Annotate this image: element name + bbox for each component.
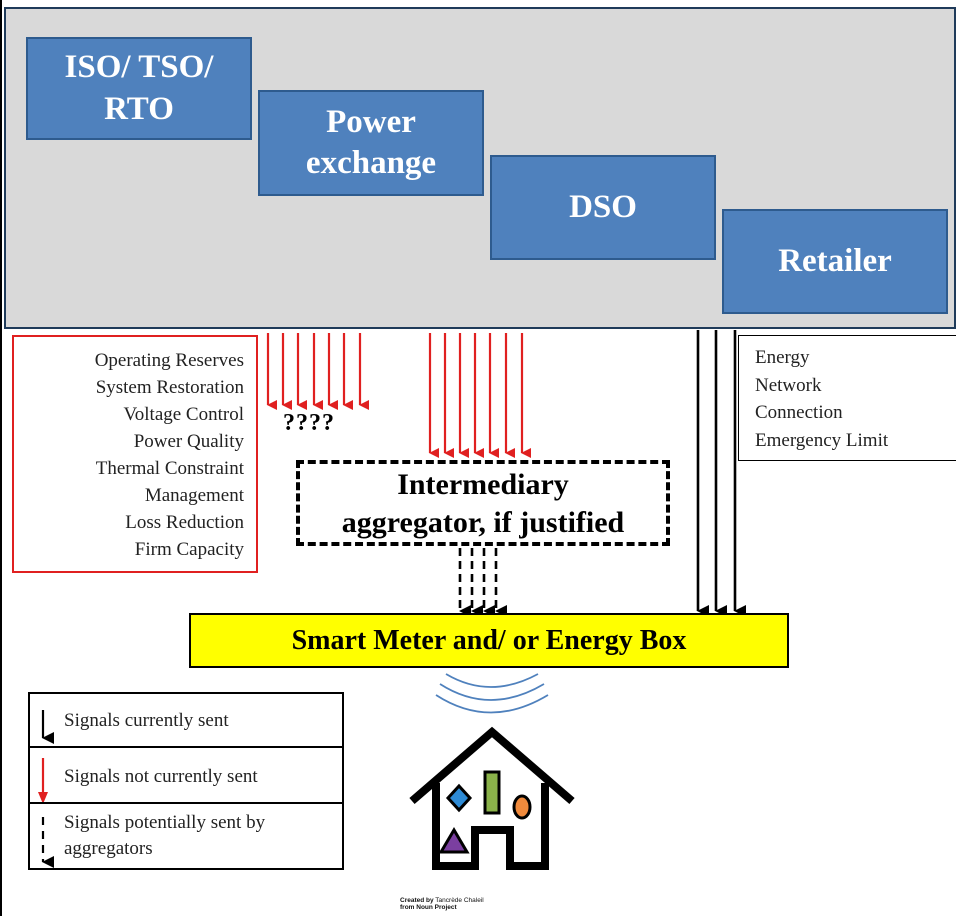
legend-label-potential: Signals potentially sent by aggregators — [64, 812, 266, 859]
service-item: System Restoration — [95, 377, 244, 398]
service-item: Power Quality — [133, 431, 244, 452]
signal-item: Network — [755, 374, 822, 396]
service-item: Loss Reduction — [125, 512, 244, 533]
dashed-arrows-aggregator-to-meter — [458, 548, 507, 617]
actor-power-exchange: Power exchange — [258, 90, 484, 196]
credit-author: Tancrède Chaleil — [433, 897, 484, 904]
wireless-signal-icon — [435, 673, 549, 714]
service-item: Thermal Constraint — [95, 458, 244, 479]
icon-credit: Created by Tancrède Chaleil from Noun Pr… — [400, 897, 484, 911]
legend-row-not-current — [30, 748, 342, 804]
service-item: Firm Capacity — [134, 539, 244, 560]
legend-row-current — [30, 694, 342, 748]
legend-arrows — [38, 710, 54, 868]
signal-item: Energy — [755, 347, 810, 368]
question-marks: ???? — [283, 410, 335, 436]
service-item: Voltage Control — [123, 404, 244, 425]
current-signals-box: Energy Network Connection Emergency Limi… — [738, 335, 956, 461]
signal-item: Emergency Limit — [755, 429, 889, 451]
house-icon — [409, 726, 575, 870]
actor-dso: DSO — [490, 155, 716, 260]
smart-meter-box: Smart Meter and/ or Energy Box — [189, 613, 789, 668]
intermediary-aggregator-box: Intermediary aggregator, if justified — [296, 460, 670, 546]
legend: Signals currently sent Signals not curre… — [28, 692, 344, 870]
credit-bold: Created by — [400, 897, 434, 904]
legend-label-current: Signals currently sent — [64, 710, 229, 731]
black-arrows-retailer-to-meter — [696, 330, 746, 617]
red-services-box: Operating Reserves System Restoration Vo… — [12, 335, 258, 573]
red-arrows-left — [266, 333, 369, 410]
actor-retailer: Retailer — [722, 209, 948, 314]
red-arrows-to-aggregator — [428, 333, 531, 458]
service-item: Management — [144, 485, 244, 506]
credit-source: from Noun Project — [400, 904, 457, 911]
legend-label-not-current: Signals not currently sent — [64, 766, 258, 787]
signal-item: Connection — [755, 402, 843, 423]
actor-iso-tso-rto: ISO/ TSO/ RTO — [26, 37, 252, 140]
service-item: Operating Reserves — [94, 350, 244, 371]
